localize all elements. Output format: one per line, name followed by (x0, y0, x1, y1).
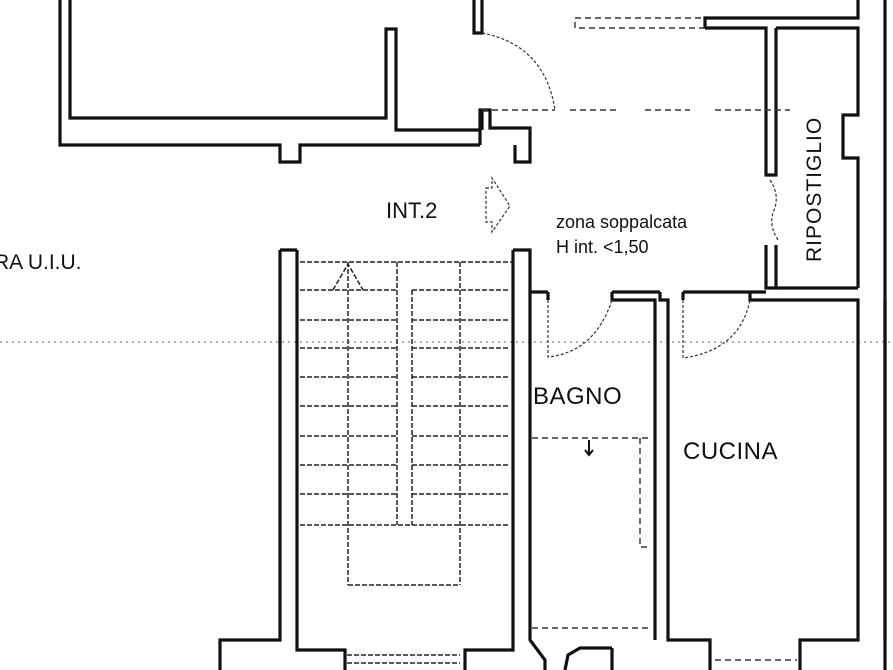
label-mezzanine-height: H int. <1,50 (556, 237, 649, 257)
label-storage-room: RIPOSTIGLIO (803, 116, 826, 262)
upper-left-room-walls (58, 0, 532, 164)
upper-right-walls (574, 0, 887, 670)
label-other-unit: RA U.I.U. (0, 251, 82, 274)
corridor-dashed-lines (481, 32, 790, 241)
stair-up-marker (332, 262, 364, 291)
label-bathroom: BAGNO (533, 383, 623, 410)
bathroom-walls (528, 290, 660, 670)
staircase (218, 248, 548, 670)
kitchen-walls (658, 290, 887, 670)
label-kitchen: CUCINA (683, 438, 779, 465)
label-unit-id: INT.2 (386, 198, 438, 223)
entrance-arrow-icon (485, 175, 511, 234)
label-mezzanine-zone: zona soppalcata (556, 212, 688, 232)
drain-arrow-down-icon (584, 440, 594, 457)
